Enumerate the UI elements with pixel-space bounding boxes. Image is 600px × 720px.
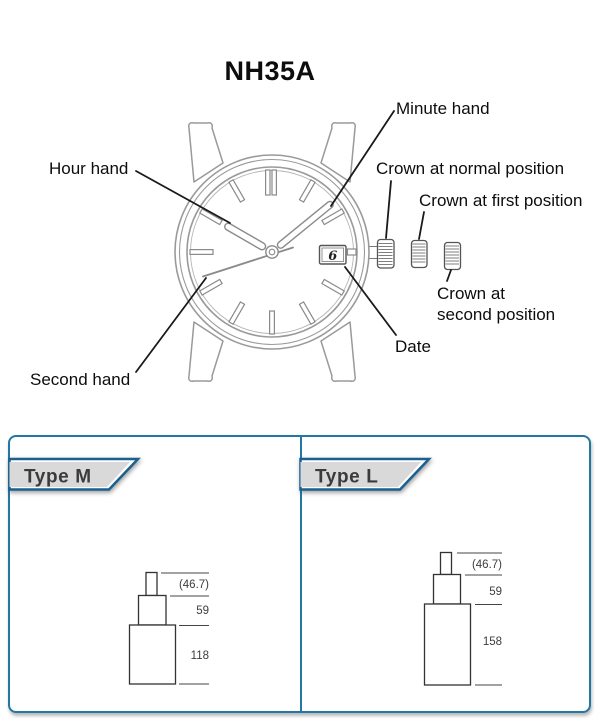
dim-label-body-m: 118 xyxy=(191,650,209,662)
watch-lugs xyxy=(188,122,356,382)
marker-10 xyxy=(198,208,223,226)
banner-inner-shape xyxy=(9,462,130,487)
dim-label-stem-l: (46.7) xyxy=(471,559,501,571)
lug-top-left xyxy=(188,122,224,183)
type-m-label: Type M xyxy=(24,467,92,488)
label-crown-second-line2: second position xyxy=(437,305,556,325)
marker-8 xyxy=(198,278,223,296)
crown-normal-ribs xyxy=(378,243,393,265)
marker-7 xyxy=(228,301,246,326)
dim-label-mid-m: 59 xyxy=(196,605,209,617)
stem-body-l xyxy=(423,603,471,686)
type-l-banner: Type L xyxy=(299,457,432,491)
marker-11 xyxy=(228,178,246,203)
marker-5 xyxy=(298,301,316,326)
banner-inner-shape xyxy=(300,462,421,487)
marker-9 xyxy=(189,248,214,255)
marker-12-right xyxy=(271,169,278,196)
type-m-banner: Type M xyxy=(7,457,141,491)
label-date: Date xyxy=(395,337,431,356)
date-window-inner-frame xyxy=(321,247,344,262)
label-crown-first: Crown at first position xyxy=(419,191,583,210)
date-numeral: 6 xyxy=(328,249,337,264)
hour-hand xyxy=(224,222,267,251)
lug-bottom-left xyxy=(188,321,224,382)
marker-4 xyxy=(321,278,346,296)
watch-hands xyxy=(202,200,334,278)
label-crown-second: Crown at second position xyxy=(437,283,577,325)
crown-knurling xyxy=(378,243,459,265)
marker-12-left xyxy=(265,169,271,196)
leader-crown-first xyxy=(418,211,425,240)
date-window: 6 xyxy=(318,244,347,265)
watch-diagram: 6 xyxy=(135,110,462,382)
date-window-frame xyxy=(318,244,347,265)
leader-date xyxy=(344,266,397,336)
stem-profile-l xyxy=(423,551,471,686)
hour-markers xyxy=(189,169,357,335)
crown-second-position-icon xyxy=(443,241,462,271)
stem-mid-l xyxy=(432,573,461,605)
label-crown-second-line1: Crown at xyxy=(437,284,506,303)
crown-first-position-icon xyxy=(410,239,428,269)
label-crown-normal: Crown at normal position xyxy=(376,159,565,178)
dim-label-stem-m: (46.7) xyxy=(179,579,209,591)
label-second-hand: Second hand xyxy=(30,370,131,389)
dim-label-body-l: 158 xyxy=(482,636,501,648)
label-hour-hand: Hour hand xyxy=(49,159,129,178)
leader-crown-normal xyxy=(385,180,392,239)
leader-lines xyxy=(135,110,452,373)
marker-6 xyxy=(268,310,275,335)
panel-type-m: Type M (46.7) 59 118 xyxy=(7,437,300,711)
center-hub-pin xyxy=(268,248,276,256)
stem-type-panels: Type M (46.7) 59 118 Type L xyxy=(7,435,591,713)
dimension-lines-l xyxy=(456,552,502,686)
panel-type-l: Type L (46.7) 59 158 xyxy=(299,437,590,711)
leader-crown-second xyxy=(446,269,452,282)
crown-second-ribs xyxy=(445,245,459,265)
stem-profile-m xyxy=(128,571,177,685)
leader-minute-hand xyxy=(330,110,395,207)
page-title: NH35A xyxy=(224,56,316,86)
stem-tip-l xyxy=(439,551,452,576)
dim-label-mid-l: 59 xyxy=(489,586,502,598)
marker-3-stub xyxy=(346,248,357,256)
type-l-label: Type L xyxy=(315,467,378,488)
bezel-ring xyxy=(178,158,366,346)
type-l-figure: (46.7) 59 158 xyxy=(423,551,502,686)
stem-body-m xyxy=(128,624,177,685)
leader-second-hand xyxy=(135,277,207,373)
stem-mid-m xyxy=(137,594,167,626)
lug-top-right xyxy=(320,122,356,183)
marker-2 xyxy=(321,208,346,226)
type-m-figure: (46.7) 59 118 xyxy=(128,571,209,685)
dimension-lines-m xyxy=(161,572,209,685)
stem-tip-m xyxy=(145,571,158,597)
marker-1 xyxy=(298,178,316,203)
leader-hour-hand xyxy=(135,170,231,224)
crown-first-ribs xyxy=(412,243,426,263)
lug-bottom-right xyxy=(320,321,356,382)
label-minute-hand: Minute hand xyxy=(396,99,490,118)
